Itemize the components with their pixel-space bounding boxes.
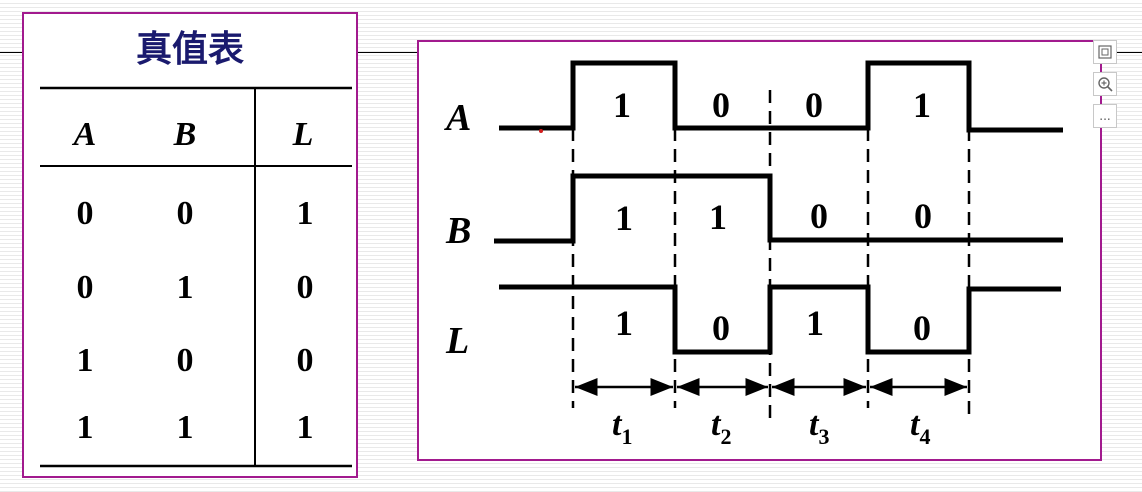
- more-icon: ...: [1099, 109, 1111, 123]
- value-a-t3: 0: [805, 85, 823, 125]
- signal-label-b: B: [445, 210, 471, 252]
- more-options-button[interactable]: ...: [1093, 104, 1117, 128]
- waveform-b: [494, 173, 1063, 244]
- cell-r3-a: 1: [77, 342, 94, 379]
- time-marker-lines: [571, 90, 971, 418]
- value-b-t4: 0: [914, 196, 932, 236]
- header-a: A: [72, 116, 97, 153]
- image-tool-button[interactable]: [1093, 40, 1117, 64]
- value-b-t2: 1: [709, 197, 727, 237]
- cell-r3-l: 0: [297, 342, 314, 379]
- value-a-t2: 0: [712, 85, 730, 125]
- truth-table-title: 真值表: [135, 29, 244, 70]
- cell-r2-b: 1: [177, 269, 194, 306]
- cell-r3-b: 0: [177, 342, 194, 379]
- value-a-t1: 1: [613, 85, 631, 125]
- header-l: L: [292, 116, 314, 153]
- cell-r1-l: 1: [297, 195, 314, 232]
- value-l-t4: 0: [913, 308, 931, 348]
- zoom-in-icon: [1098, 77, 1113, 92]
- cell-r4-l: 1: [297, 409, 314, 446]
- cell-r1-b: 0: [177, 195, 194, 232]
- header-b: B: [173, 116, 197, 153]
- waveform-a: [499, 60, 1063, 133]
- value-l-t3: 1: [806, 303, 824, 343]
- signal-label-l: L: [445, 320, 469, 362]
- image-icon: [1098, 45, 1112, 59]
- waveform-l: [499, 284, 1061, 355]
- value-l-t1: 1: [615, 303, 633, 343]
- cell-r2-a: 0: [77, 269, 94, 306]
- interval-label-t4: t4: [910, 406, 930, 449]
- cell-r4-a: 1: [77, 409, 94, 446]
- interval-label-t2: t2: [711, 406, 731, 449]
- stray-mark: [539, 129, 543, 133]
- value-a-t4: 1: [913, 85, 931, 125]
- truth-table-panel: 真值表 A B L 0 0 1 0 1 0 1 0 0 1 1 1: [22, 12, 358, 478]
- truth-table-grid: A B L 0 0 1 0 1 0 1 0 0 1 1 1: [40, 86, 352, 468]
- value-b-t3: 0: [810, 196, 828, 236]
- interval-label-t1: t1: [612, 406, 632, 449]
- value-b-t1: 1: [615, 198, 633, 238]
- cell-r1-a: 0: [77, 195, 94, 232]
- interval-label-t3: t3: [809, 406, 829, 449]
- value-l-t2: 0: [712, 308, 730, 348]
- zoom-in-button[interactable]: [1093, 72, 1117, 96]
- image-toolbar: ...: [1093, 40, 1119, 136]
- signal-label-a: A: [444, 97, 471, 139]
- cell-r4-b: 1: [177, 409, 194, 446]
- cell-r2-l: 0: [297, 269, 314, 306]
